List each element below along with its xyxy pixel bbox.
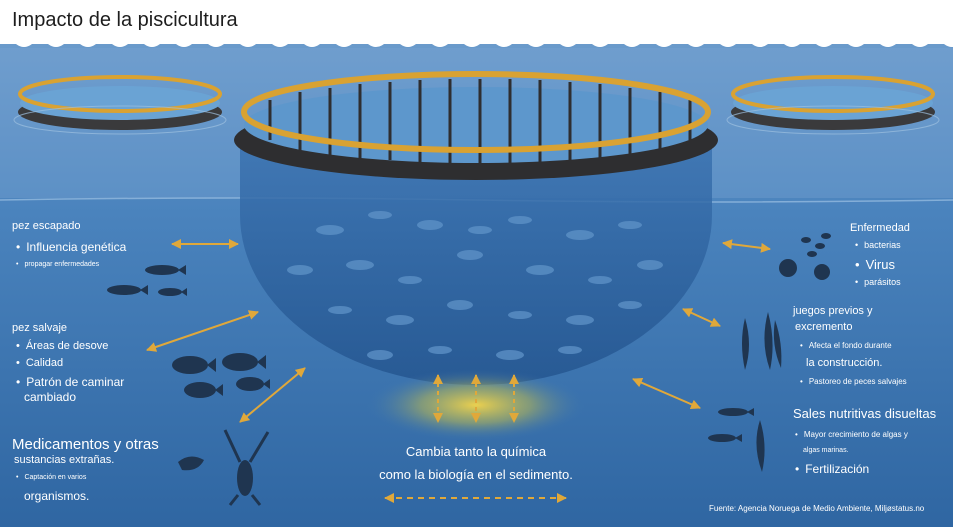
escaped-heading: pez escapado xyxy=(12,220,81,232)
cage-left xyxy=(13,75,227,135)
wild-item-migration: Patrón de caminar xyxy=(16,375,124,389)
meds-item-uptake: Captación en varios xyxy=(16,474,86,482)
bacteria-icon xyxy=(779,233,831,280)
meds-item-organisms: organismos. xyxy=(24,489,90,503)
algae-fish-icon xyxy=(708,408,765,472)
disease-heading: Enfermedad xyxy=(850,222,910,234)
disease-item-virus: Virus xyxy=(855,257,895,273)
escaped-item-disease: propagar enfermedades xyxy=(16,261,99,269)
meds-heading-cont: sustancias extrañas. xyxy=(14,454,115,466)
feed-item-bottom-cont: la construcción. xyxy=(806,357,883,369)
impact-arrows xyxy=(146,239,771,503)
net-pen xyxy=(240,145,712,385)
wild-heading: pez salvaje xyxy=(12,322,68,334)
cage-main xyxy=(234,71,718,180)
cage-right xyxy=(726,75,940,135)
nutrients-heading: Sales nutritivas disueltas xyxy=(793,406,937,421)
sediment-line-1: Cambia tanto la química xyxy=(405,444,547,459)
nutrients-item-algae: Mayor crecimiento de algas y xyxy=(795,430,908,440)
crayfish-icon xyxy=(223,429,270,506)
wave-edge xyxy=(0,30,953,47)
page-title: Impacto de la piscicultura xyxy=(12,9,238,31)
disease-item-bacteria: bacterias xyxy=(855,240,901,251)
shrimp-icon xyxy=(178,456,204,471)
escaped-item-genetic: Influencia genética xyxy=(16,240,126,254)
feed-heading-cont: excremento xyxy=(795,321,853,333)
feed-item-grazing: Pastoreo de peces salvajes xyxy=(800,377,907,387)
sediment-line-2: como la biología en el sedimento. xyxy=(379,467,573,482)
escaped-fish-icon xyxy=(107,265,187,296)
sediment-glow xyxy=(366,369,586,441)
nutrients-item-algae-cont: algas marinas. xyxy=(803,447,849,454)
seaweed-icon xyxy=(742,312,782,370)
wild-item-migration-cont: cambiado xyxy=(24,390,77,404)
disease-item-parasites: parásitos xyxy=(855,277,901,288)
fish-school xyxy=(287,211,663,360)
feed-item-bottom: Afecta el fondo durante xyxy=(800,341,892,351)
nutrients-item-fertilization: Fertilización xyxy=(795,462,869,476)
wild-item-quality: Calidad xyxy=(16,357,63,370)
wild-item-spawning: Áreas de desove xyxy=(16,340,109,353)
source-credit: Fuente: Agencia Noruega de Medio Ambient… xyxy=(709,504,925,513)
meds-heading: Medicamentos y otras xyxy=(12,436,159,453)
feed-heading: juegos previos y xyxy=(793,305,873,317)
